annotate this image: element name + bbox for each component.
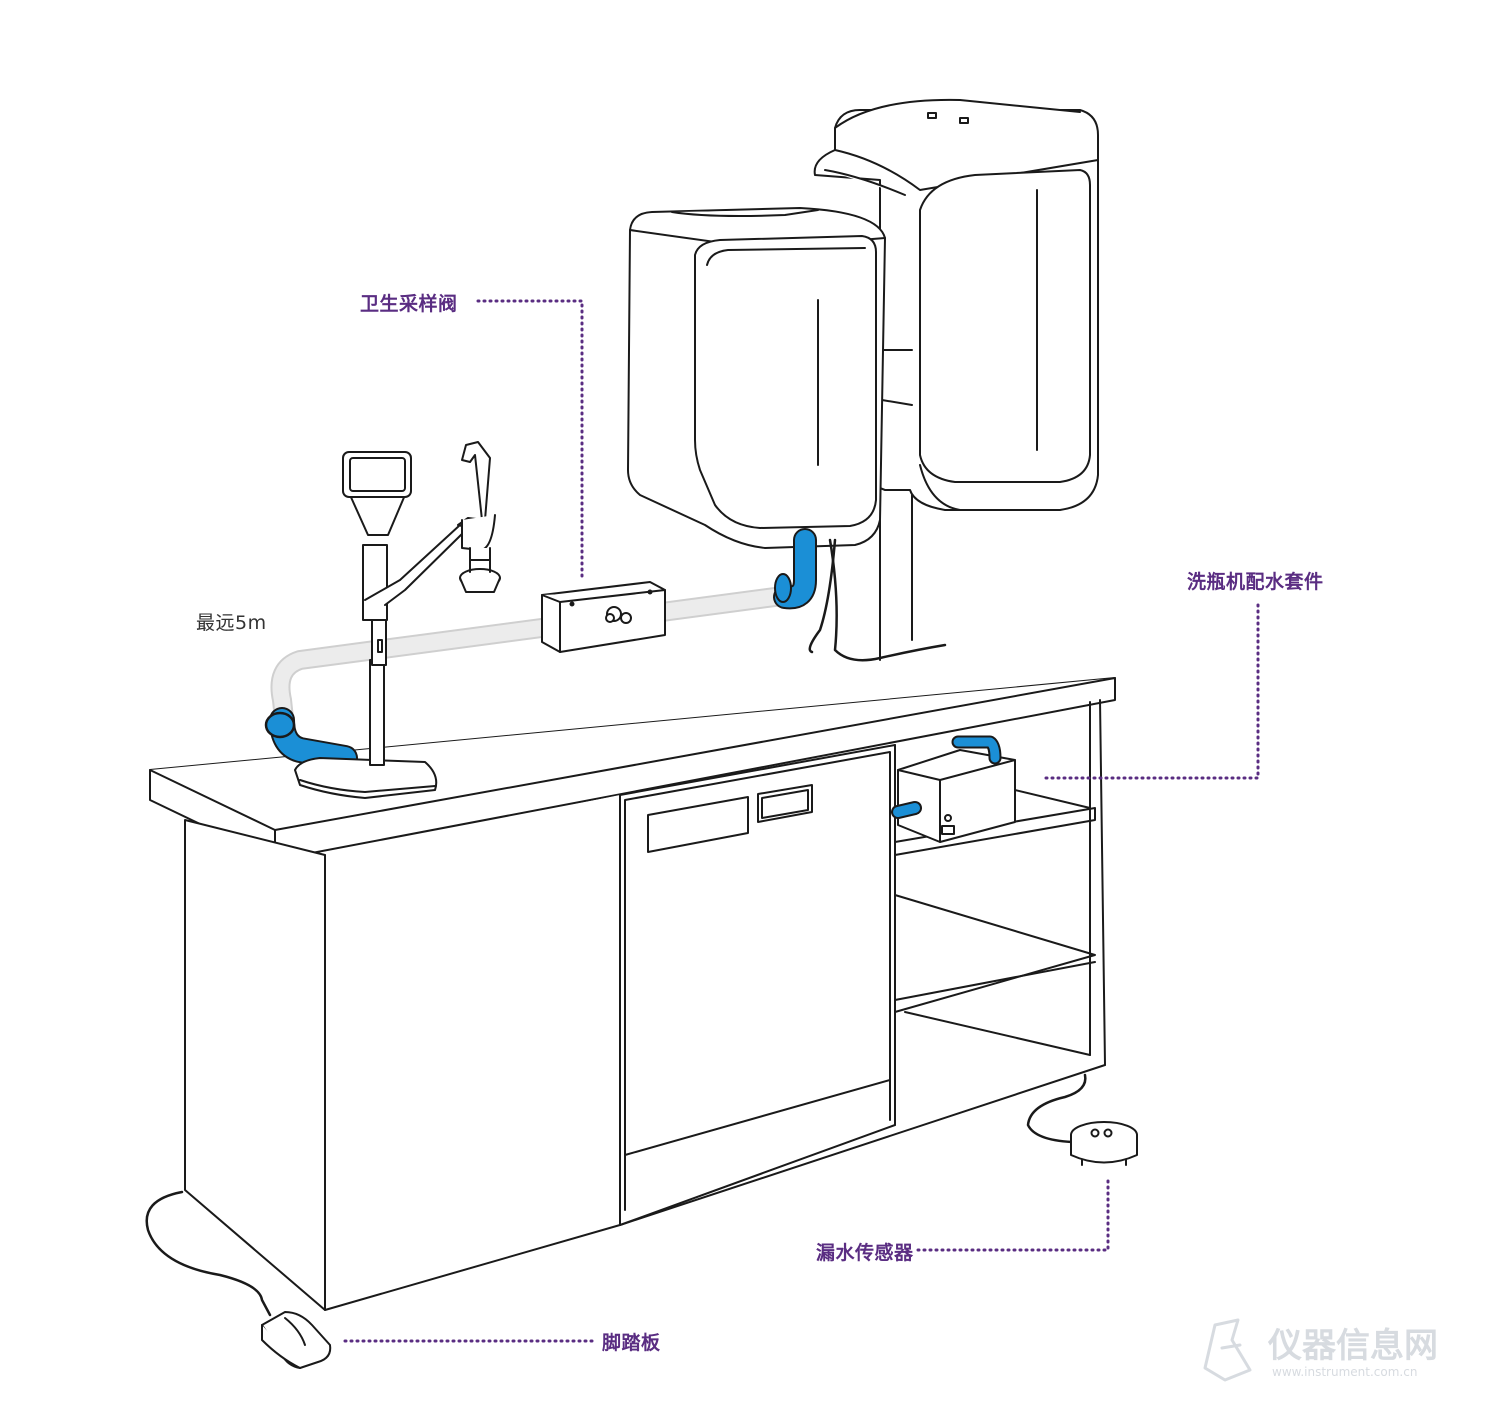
grey-supply-hose <box>270 585 800 738</box>
sampling-valve-leader <box>476 299 584 582</box>
leak-sensor-leader <box>916 1178 1110 1252</box>
purification-unit-small <box>627 207 886 549</box>
sampling-valve-label: 卫生采样阀 <box>360 293 458 315</box>
max-distance-label: 最远5m <box>196 612 267 634</box>
leak-sensor <box>1026 1073 1138 1166</box>
watermark-brand: 仪器信息网 <box>1268 1326 1438 1366</box>
callout-leaders <box>343 299 1260 1343</box>
dishwasher <box>619 744 896 1226</box>
flask-logo-icon <box>1203 1318 1252 1382</box>
washer-kit-leader <box>1040 603 1260 780</box>
wall-cable <box>808 538 947 662</box>
washer-kit-hoses <box>891 735 1002 819</box>
foot-pedal <box>145 1190 332 1369</box>
washer-kit-label: 洗瓶机配水套件 <box>1187 571 1324 593</box>
watermark-url: www.instrument.com.cn <box>1272 1365 1418 1379</box>
purification-unit-large <box>813 98 1099 511</box>
foot-pedal-label: 脚踏板 <box>602 1332 661 1354</box>
washer-kit-box <box>897 749 1016 843</box>
blue-bench-hose <box>264 707 358 771</box>
blue-outlet-hose <box>773 528 817 610</box>
leak-sensor-label: 漏水传感器 <box>816 1242 914 1264</box>
dispenser-stand <box>294 441 501 799</box>
sampling-valve-box <box>541 581 666 653</box>
bench-body <box>184 699 1106 1311</box>
